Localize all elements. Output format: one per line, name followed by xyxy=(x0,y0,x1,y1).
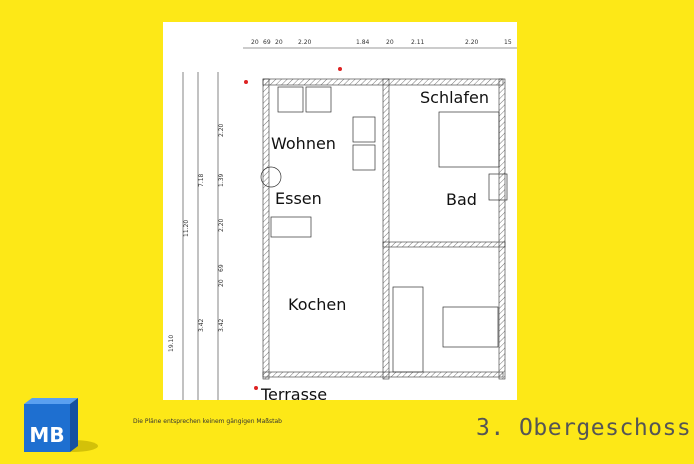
furniture xyxy=(260,86,508,373)
svg-text:3.42: 3.42 xyxy=(218,318,225,332)
marker-dots xyxy=(244,67,342,390)
svg-text:2.20: 2.20 xyxy=(298,39,312,46)
walls xyxy=(262,78,506,380)
svg-text:1.39: 1.39 xyxy=(218,173,225,187)
svg-text:20: 20 xyxy=(218,279,225,287)
floor-plan: 20 69 20 2.20 1.84 20 2.11 2.20 15 11.20… xyxy=(163,22,517,404)
room-label-schlafen: Schlafen xyxy=(420,88,489,107)
scale-disclaimer: Die Pläne entsprechen keinem gängigen Ma… xyxy=(133,418,282,425)
room-label-essen: Essen xyxy=(275,189,322,208)
svg-text:20: 20 xyxy=(386,39,394,46)
svg-text:7.18: 7.18 xyxy=(198,173,205,187)
room-label-kochen: Kochen xyxy=(288,295,347,314)
room-label-terrasse: Terrasse xyxy=(261,385,328,404)
logo-text: MB xyxy=(29,423,64,447)
svg-text:20: 20 xyxy=(275,39,283,46)
room-label-wohnen: Wohnen xyxy=(271,134,336,153)
top-dimension-labels: 20 69 20 2.20 1.84 20 2.11 2.20 15 xyxy=(251,39,512,46)
svg-text:2.11: 2.11 xyxy=(411,39,425,46)
svg-text:3.42: 3.42 xyxy=(198,318,205,332)
svg-text:11.20: 11.20 xyxy=(183,220,190,237)
svg-text:2.20: 2.20 xyxy=(465,39,479,46)
mb-logo: MB xyxy=(18,396,98,456)
dimension-lines xyxy=(182,47,517,400)
svg-text:69: 69 xyxy=(218,264,225,272)
left-dimension-labels: 11.20 7.18 2.20 1.39 2.20 69 20 3.42 3.4… xyxy=(168,123,225,352)
svg-text:20: 20 xyxy=(251,39,259,46)
room-label-bad: Bad xyxy=(446,190,477,209)
svg-text:19.10: 19.10 xyxy=(168,335,175,352)
svg-text:2.20: 2.20 xyxy=(218,218,225,232)
svg-text:15: 15 xyxy=(504,39,512,46)
svg-text:2.20: 2.20 xyxy=(218,123,225,137)
svg-text:1.84: 1.84 xyxy=(356,39,370,46)
floor-plan-drawing: 20 69 20 2.20 1.84 20 2.11 2.20 15 11.20… xyxy=(168,39,517,400)
floor-title: 3. Obergeschoss xyxy=(476,415,692,441)
svg-text:69: 69 xyxy=(263,39,271,46)
